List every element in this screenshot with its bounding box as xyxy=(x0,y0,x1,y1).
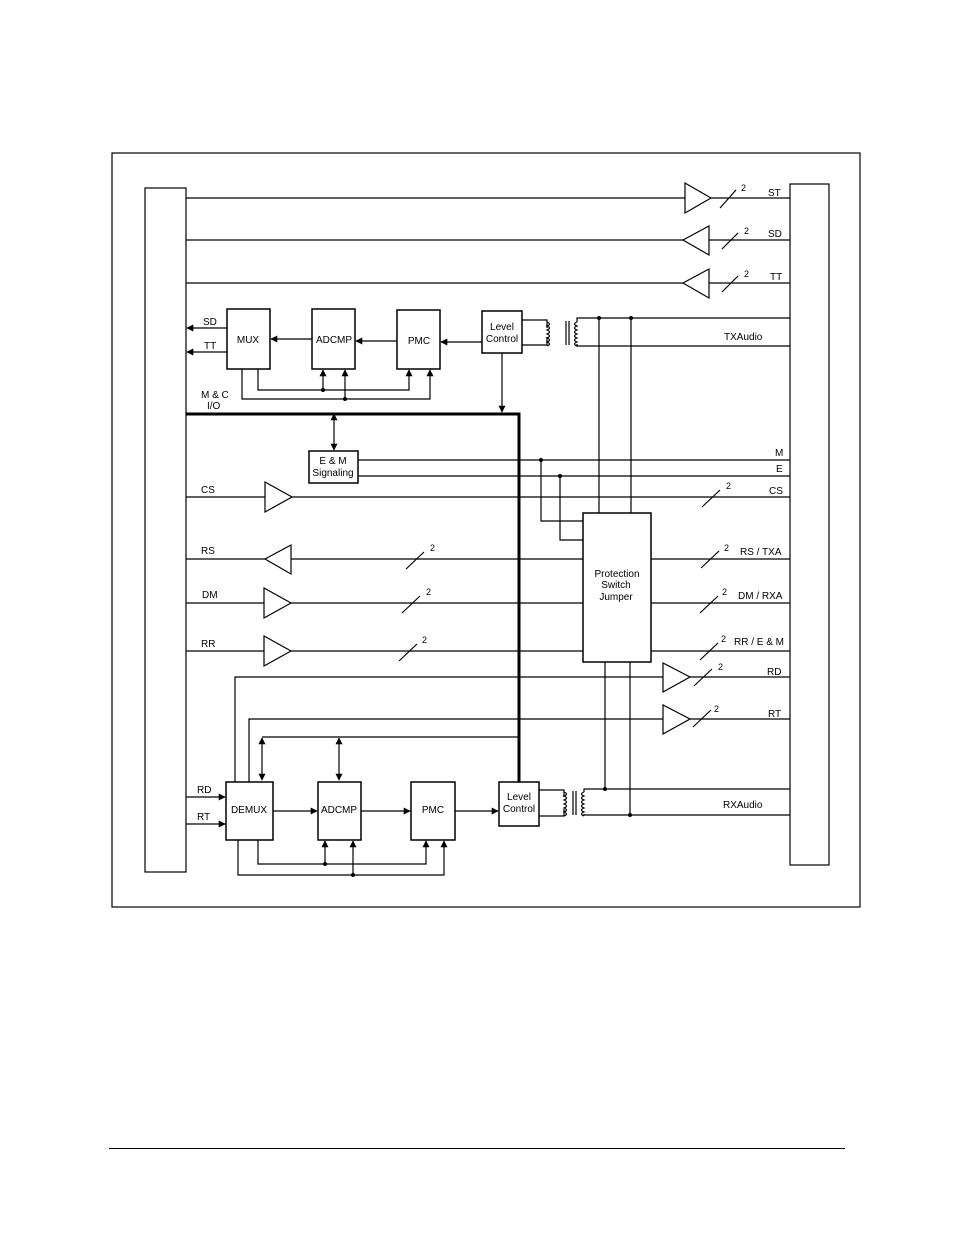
dm-wire-count: 2 xyxy=(426,587,431,597)
rt-wire-count: 2 xyxy=(714,704,719,714)
protection-switch-jumper-block xyxy=(582,512,652,663)
st-buffer-icon xyxy=(684,181,713,215)
pmc-tx-label: PMC xyxy=(408,336,430,347)
rd-right-line: 2 RD xyxy=(234,662,790,782)
left-label-dm: DM xyxy=(202,590,218,601)
demux-label: DEMUX xyxy=(231,805,267,816)
right-label-dm-rxa: DM / RXA xyxy=(738,591,783,602)
em-signaling-label-2: Signaling xyxy=(312,468,353,479)
adcmp-rx-label: ADCMP xyxy=(321,805,357,816)
cs-line: 2 CS CS xyxy=(186,480,790,514)
left-label-rd: RD xyxy=(197,785,211,796)
left-label-tt: TT xyxy=(204,341,216,352)
right-label-e: E xyxy=(776,464,783,475)
mc-bus xyxy=(186,412,521,782)
right-label-rs-txa: RS / TXA xyxy=(740,547,782,558)
rs-wire-count: 2 xyxy=(430,543,435,553)
right-label-tt: TT xyxy=(770,272,782,283)
right-label-rxaudio: RXAudio xyxy=(723,800,763,811)
tt-line: 2 TT xyxy=(186,267,790,300)
sd-wire-count: 2 xyxy=(744,226,749,236)
level-control-rx-label-2: Control xyxy=(503,804,535,815)
left-interface-panel xyxy=(144,187,187,873)
rr-wire-count: 2 xyxy=(422,635,427,645)
right-label-st: ST xyxy=(768,188,781,199)
rd-buffer-icon xyxy=(662,662,692,694)
left-label-mc: M & C xyxy=(201,390,229,401)
protection-label-2: Switch xyxy=(601,580,630,591)
em-signaling-block xyxy=(308,450,359,484)
dm-buffer-icon xyxy=(263,586,293,620)
demux-block xyxy=(225,781,274,841)
right-label-rt: RT xyxy=(768,709,781,720)
pmc-rx-block xyxy=(410,781,456,841)
right-label-sd: SD xyxy=(768,229,782,240)
adcmp-rx-block xyxy=(317,781,362,841)
adcmp-tx-label: ADCMP xyxy=(316,335,352,346)
protection-label-3: Jumper xyxy=(599,592,633,603)
mux-block xyxy=(226,308,271,370)
left-label-rt: RT xyxy=(197,812,210,823)
right-label-rd: RD xyxy=(767,667,781,678)
rs-buffer-icon xyxy=(263,543,292,576)
sd-line: 2 SD xyxy=(186,224,790,257)
st-line: 2 ST xyxy=(186,181,790,215)
left-label-cs: CS xyxy=(201,485,215,496)
right-label-cs: CS xyxy=(769,486,783,497)
rs-txa-wire-count: 2 xyxy=(724,543,729,553)
cs-wire-count: 2 xyxy=(726,481,731,491)
tx-transformer-icon xyxy=(522,317,790,347)
left-label-rr: RR xyxy=(201,639,215,650)
cs-buffer-icon xyxy=(264,480,294,514)
pmc-tx-block xyxy=(396,309,441,370)
right-label-rr-em: RR / E & M xyxy=(734,637,784,648)
mux-label: MUX xyxy=(237,335,260,346)
right-label-txaudio: TXAudio xyxy=(724,332,763,343)
level-control-rx-label-1: Level xyxy=(507,792,531,803)
level-control-rx-block xyxy=(498,781,540,827)
rr-em-wire-count: 2 xyxy=(721,634,726,644)
tt-wire-count: 2 xyxy=(744,269,749,279)
figure-frame xyxy=(111,152,861,908)
right-interface-panel xyxy=(789,183,830,866)
pmc-rx-label: PMC xyxy=(422,805,444,816)
right-label-m: M xyxy=(775,448,783,459)
level-control-tx-label-2: Control xyxy=(486,334,518,345)
rt-right-line: 2 RT xyxy=(248,704,790,782)
rt-buffer-icon xyxy=(662,704,692,736)
left-label-io: I/O xyxy=(207,401,221,412)
protection-label-1: Protection xyxy=(594,569,639,580)
dm-rxa-wire-count: 2 xyxy=(722,587,727,597)
sd-buffer-icon xyxy=(681,224,710,257)
em-signaling-label-1: E & M xyxy=(319,456,346,467)
tt-buffer-icon xyxy=(681,267,710,300)
dm-line: 2 DM 2 DM / RXA xyxy=(186,586,790,620)
st-wire-count: 2 xyxy=(741,183,746,193)
rd-wire-count: 2 xyxy=(718,662,723,672)
level-control-tx-label-1: Level xyxy=(490,322,514,333)
rs-line: 2 RS 2 RS / TXA xyxy=(186,543,790,576)
footer-rule xyxy=(109,1148,845,1149)
rr-line: 2 RR 2 RR / E & M xyxy=(186,634,790,668)
rr-buffer-icon xyxy=(263,634,293,668)
left-label-sd: SD xyxy=(203,317,217,328)
rx-transformer-icon xyxy=(539,788,790,817)
left-label-rs: RS xyxy=(201,546,215,557)
